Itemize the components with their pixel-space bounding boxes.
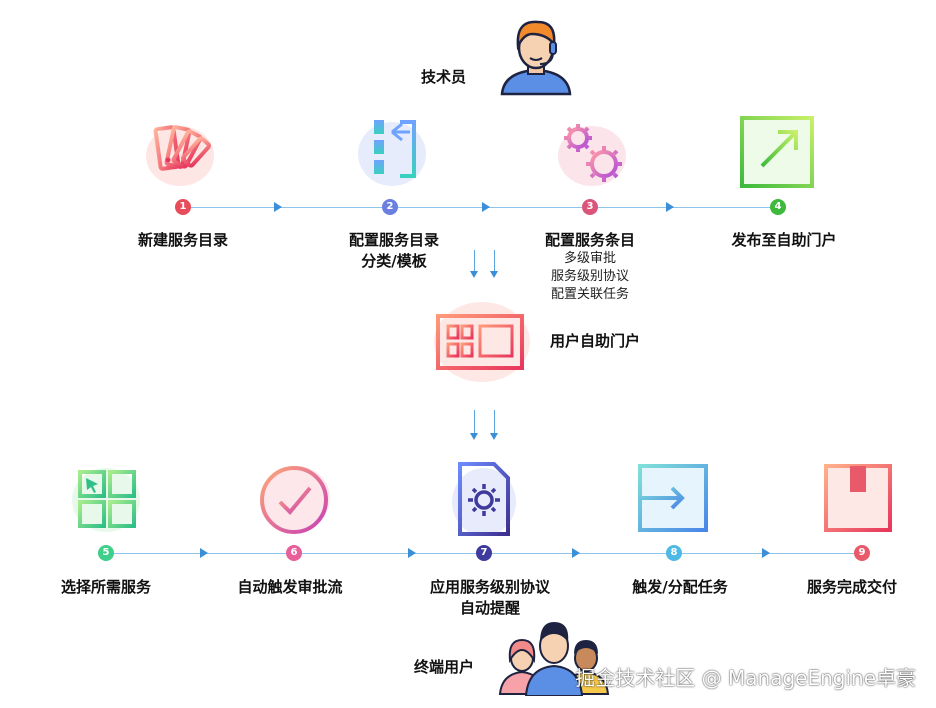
step-2-sub: 分类/模板 [361,252,427,270]
step-5-title: 选择所需服务 [60,578,152,596]
top-arrow-3 [666,202,674,212]
grid-select-icon [72,468,140,532]
down-arrow-bottom-left [470,410,478,440]
publish-arrow-icon [740,116,814,188]
step-3-badge: 3 [582,199,598,215]
technician-label: 技术员 [421,68,467,86]
down-arrow-portal-left [470,250,478,278]
step-4-title: 发布至自助门户 [731,231,837,249]
bottom-arrow-4 [762,548,770,558]
sla-document-icon [452,462,516,536]
step-2-title: 配置服务目录 [348,231,440,249]
portal-label: 用户自助门户 [550,332,641,350]
end-users-group-icon [498,622,610,696]
approval-check-icon [260,466,330,534]
catalog-config-icon [358,120,426,186]
delivery-box-icon [824,464,892,532]
step-7-badge: 7 [476,545,492,561]
step-5-badge: 5 [98,545,114,561]
down-arrow-bottom-right [490,410,498,440]
step-3-sub-3: 配置关联任务 [550,287,630,302]
step-3-title: 配置服务条目 [544,231,636,249]
step-8-badge: 8 [666,545,682,561]
bottom-arrow-2 [408,548,416,558]
top-arrow-1 [274,202,282,212]
step-9-badge: 9 [854,545,870,561]
bottom-arrow-3 [572,548,580,558]
down-arrow-portal-right [490,250,498,278]
step-6-title: 自动触发审批流 [237,578,343,596]
watermark-text: 掘金技术社区 @ ManageEngine卓豪 [575,666,916,690]
end-user-label: 终端用户 [414,658,475,676]
step-3-sub-1: 多级审批 [563,251,617,266]
step-7-title: 应用服务级别协议 [429,578,551,596]
top-arrow-2 [482,202,490,212]
technician-avatar-icon [500,20,572,96]
step-8-title: 触发/分配任务 [632,578,728,596]
step-1-badge: 1 [175,199,191,215]
step-4-badge: 4 [770,199,786,215]
step-2-badge: 2 [382,199,398,215]
catalog-cards-icon [146,125,214,186]
step-7-sub: 自动提醒 [459,599,521,617]
assign-task-icon [638,464,708,532]
gears-icon [558,124,626,186]
step-3-sub-2: 服务级别协议 [550,269,630,284]
portal-screen-icon [434,302,530,382]
bottom-arrow-1 [200,548,208,558]
step-1-title: 新建服务目录 [137,231,229,249]
step-9-title: 服务完成交付 [806,578,898,596]
step-6-badge: 6 [286,545,302,561]
